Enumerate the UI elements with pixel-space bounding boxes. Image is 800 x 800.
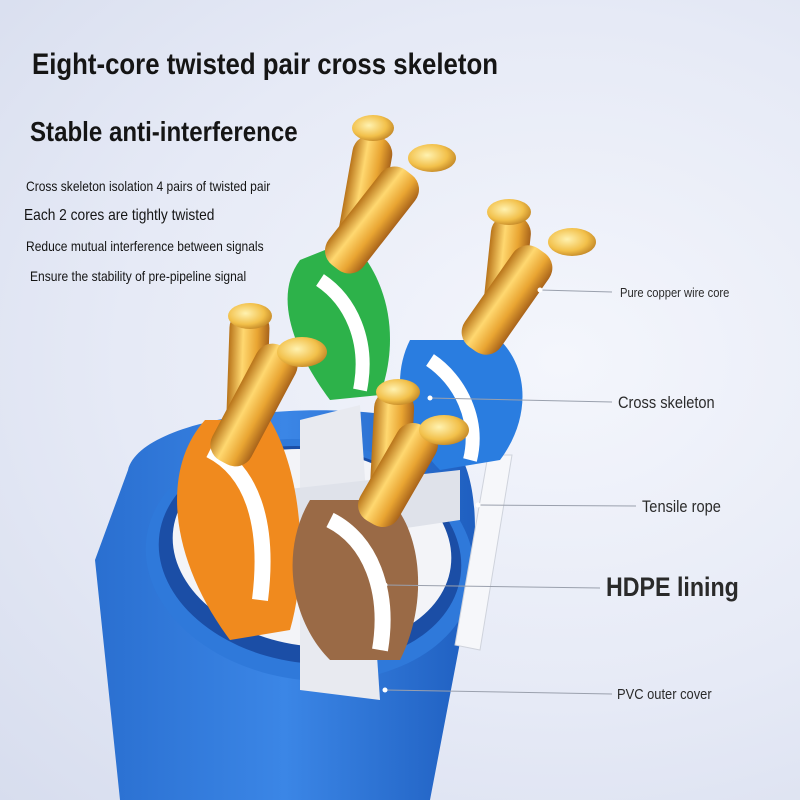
page-subtitle: Stable anti-interference — [30, 116, 298, 147]
brown-twisted-pair — [292, 379, 469, 660]
callout-hdpe-lining: HDPE lining — [606, 572, 739, 602]
callout-pvc-cover: PVC outer cover — [617, 686, 712, 703]
callout-dots — [382, 287, 543, 693]
tensile-rope — [454, 454, 513, 651]
orange-twisted-pair — [177, 303, 327, 640]
page-title: Eight-core twisted pair cross skeleton — [32, 48, 498, 81]
callout-tensile-rope: Tensile rope — [642, 497, 721, 516]
feature-text: Ensure the stability of pre-pipeline sig… — [30, 268, 247, 284]
callout-copper-core: Pure copper wire core — [620, 285, 730, 300]
feature-text: Reduce mutual interference between signa… — [26, 238, 264, 254]
feature-text: Each 2 cores are tightly twisted — [24, 207, 215, 224]
callout-cross-skeleton: Cross skeleton — [618, 393, 715, 412]
feature-text: Cross skeleton isolation 4 pairs of twis… — [26, 178, 271, 194]
callout-lines — [384, 289, 637, 695]
